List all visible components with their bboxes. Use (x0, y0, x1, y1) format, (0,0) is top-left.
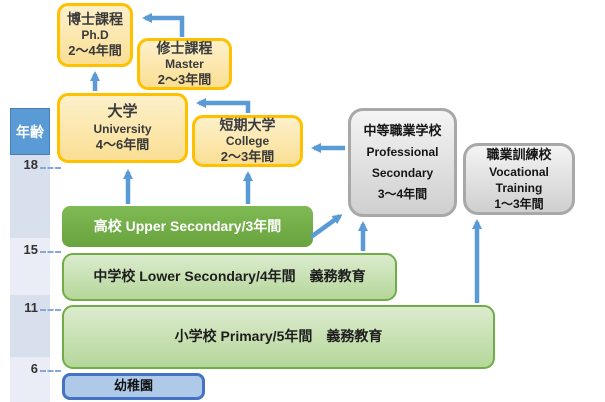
axis-gridline-6 (40, 370, 61, 372)
lower-secondary-label: 中学校 Lower Secondary/4年間 義務教育 (93, 268, 366, 285)
box-university: 大学 University 4〜6年間 (57, 93, 188, 163)
vocational-training-subtitle1: Vocational (489, 164, 549, 179)
axis-gridline-11 (40, 309, 61, 311)
master-subtitle: Master (165, 57, 204, 72)
phd-subtitle: Ph.D (81, 28, 109, 43)
box-professional-secondary: 中等職業学校 Professional Secondary 3〜4年間 (348, 108, 457, 217)
vocational-training-title: 職業訓練校 (486, 146, 552, 162)
university-duration: 4〜6年間 (95, 136, 150, 152)
box-kindergarten: 幼稚園 (62, 373, 205, 400)
axis-tick-11: 11 (24, 300, 38, 315)
axis-tick-15: 15 (23, 242, 38, 257)
kindergarten-label: 幼稚園 (113, 378, 153, 394)
master-duration: 2〜3年間 (157, 72, 212, 88)
flow-arrow-college-to-university (196, 98, 251, 113)
flow-arrow-master-to-phd (142, 13, 185, 37)
professional-secondary-subtitle2: Secondary (371, 166, 434, 181)
box-phd: 博士課程 Ph.D 2〜4年間 (57, 3, 133, 67)
college-title: 短期大学 (219, 116, 276, 133)
professional-secondary-duration: 3〜4年間 (377, 187, 428, 202)
vocational-training-duration: 1〜3年間 (494, 196, 544, 211)
age-axis-header: 年齢 (10, 108, 50, 155)
axis-band (10, 357, 50, 402)
phd-title: 博士課程 (67, 10, 123, 27)
professional-secondary-title: 中等職業学校 (363, 122, 442, 138)
primary-label: 小学校 Primary/5年間 義務教育 (174, 328, 383, 345)
phd-duration: 2〜4年間 (68, 43, 122, 59)
box-college: 短期大学 College 2〜3年間 (192, 115, 303, 167)
axis-gridline-18 (40, 167, 61, 169)
master-title: 修士課程 (156, 39, 213, 56)
college-duration: 2〜3年間 (220, 149, 275, 165)
upper-secondary-label: 高校 Upper Secondary/3年間 (93, 217, 282, 234)
box-upper-secondary: 高校 Upper Secondary/3年間 (62, 206, 313, 247)
university-subtitle: University (93, 121, 152, 136)
axis-band (10, 238, 50, 295)
flow-arrow-upper-secondary-to-professional (309, 214, 343, 239)
axis-tick-18: 18 (23, 157, 38, 172)
box-lower-secondary: 中学校 Lower Secondary/4年間 義務教育 (62, 253, 397, 301)
professional-secondary-subtitle1: Professional (366, 145, 439, 160)
box-primary: 小学校 Primary/5年間 義務教育 (62, 305, 495, 369)
axis-gridline-15 (40, 251, 61, 253)
age-axis-label: 年齢 (16, 123, 44, 140)
axis-tick-6: 6 (30, 361, 38, 376)
axis-band (10, 295, 50, 357)
box-master: 修士課程 Master 2〜3年間 (137, 38, 232, 90)
vocational-training-subtitle2: Training (495, 180, 543, 195)
college-subtitle: College (225, 134, 270, 149)
box-vocational-training: 職業訓練校 Vocational Training 1〜3年間 (463, 143, 575, 215)
university-title: 大学 (107, 103, 138, 120)
